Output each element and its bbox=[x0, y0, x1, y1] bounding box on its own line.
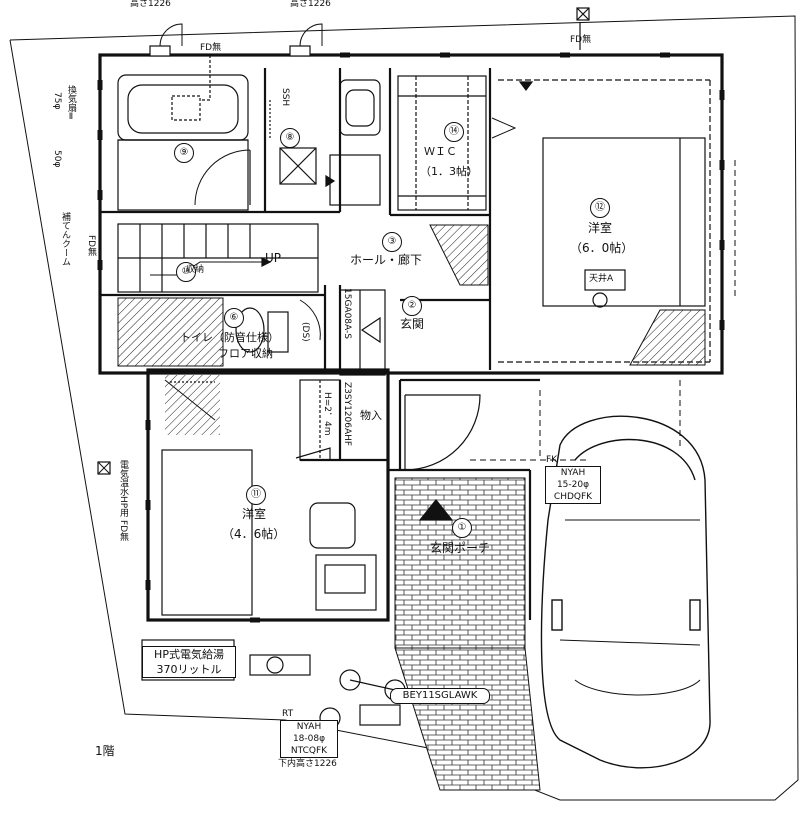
nyah-box-1: NYAH 15-20φ CHDQFK bbox=[545, 466, 601, 504]
room11-furniture bbox=[161, 375, 377, 616]
room-no-storage: ⑩ bbox=[176, 262, 196, 282]
porch-brick-path bbox=[394, 647, 541, 791]
porch-brick-paving bbox=[394, 477, 526, 649]
bathtub bbox=[117, 74, 251, 211]
room11-name: 洋室 bbox=[242, 507, 267, 521]
top-mark-1: 高さ1226 bbox=[130, 0, 171, 9]
nyah2-height: 下内高さ1226 bbox=[278, 759, 337, 769]
mono-name: 物入 bbox=[360, 409, 382, 422]
closet-step-hatch bbox=[629, 309, 706, 366]
rt-label: RT bbox=[282, 709, 294, 719]
room-no-11: ⑪ bbox=[246, 485, 266, 505]
ko-label: 補てんクーム bbox=[60, 212, 70, 266]
bey-label: BEY11SGLAWK bbox=[390, 688, 490, 704]
nyah2-c: NTCQFK bbox=[290, 746, 328, 756]
storage-closet bbox=[295, 379, 341, 461]
porch-name: 玄関ポーチ bbox=[430, 541, 491, 555]
room-no-toilet: ⑥ bbox=[224, 308, 244, 328]
wic-size: （1．3帖） bbox=[420, 165, 478, 178]
floor-label: 1階 bbox=[95, 744, 115, 758]
ssh-label: SSH bbox=[280, 88, 290, 107]
room-no-bath: ⑨ bbox=[174, 143, 194, 163]
hall-name: ホール・廊下 bbox=[350, 253, 423, 267]
toilet-name: トイレ（防音仕様） bbox=[180, 331, 279, 344]
room-no-hall: ③ bbox=[382, 232, 402, 252]
genkan-name: 玄関 bbox=[400, 317, 425, 331]
staircase bbox=[117, 223, 319, 293]
room-no-12: ⑫ bbox=[590, 198, 610, 218]
nyah1-b: 15-20φ bbox=[556, 480, 590, 490]
entry-arrow bbox=[418, 499, 454, 521]
water-heater-capacity: 370リットル bbox=[156, 663, 222, 676]
fd-vents bbox=[149, 7, 590, 101]
room12-ceiling: 天井A bbox=[589, 274, 614, 284]
fd-label-1: FD無 bbox=[200, 43, 222, 53]
room12-name: 洋室 bbox=[588, 221, 613, 235]
toilet-ds: (DS) bbox=[300, 322, 310, 342]
outer-walls bbox=[98, 53, 724, 375]
storage-under-name: 収納 bbox=[186, 265, 205, 275]
nyah-box-2: NYAH 18-08φ NTCQFK bbox=[280, 720, 338, 758]
shoe-spec: 15GA08A-S bbox=[342, 288, 352, 339]
washroom-fixtures bbox=[269, 79, 381, 206]
nyah2-b: 18-08φ bbox=[292, 734, 326, 744]
toilet-storage: フロア収納 bbox=[218, 347, 273, 360]
nyah1-a: NYAH bbox=[560, 468, 586, 478]
fk-label: FK bbox=[546, 455, 558, 465]
lower-block-wall bbox=[146, 368, 390, 622]
mono-h: H=2．4m bbox=[322, 392, 332, 436]
pipe-75: 75φ bbox=[52, 92, 62, 110]
nyah1-c: CHDQFK bbox=[553, 492, 593, 502]
water-heater-type: HP式電気給湯 bbox=[154, 648, 224, 661]
vent-75: 換気扇Ⅱ bbox=[66, 85, 76, 122]
toilet-hatch bbox=[117, 297, 224, 367]
room-no-genkan: ② bbox=[402, 296, 422, 316]
water-heater-label: HP式電気給湯 370リットル bbox=[142, 646, 236, 678]
pipe-50: 50φ bbox=[52, 150, 62, 168]
fd-side: FD無 bbox=[86, 235, 96, 257]
hall-floor-hatch bbox=[429, 224, 489, 286]
room12-size: （6．0帖） bbox=[570, 241, 634, 255]
top-mark-2: 高さ1226 bbox=[290, 0, 331, 9]
nyah2-a: NYAH bbox=[296, 722, 322, 732]
room-no-ssh: ⑧ bbox=[280, 128, 300, 148]
wall-ticks bbox=[97, 52, 725, 623]
stair-up: UP bbox=[265, 251, 282, 265]
shoe-cabinet bbox=[339, 289, 386, 376]
toilet-fixture bbox=[235, 299, 321, 353]
mono-spec: Z3SY1206AHF bbox=[342, 382, 352, 447]
room-no-porch: ① bbox=[452, 518, 472, 538]
site-dashes bbox=[470, 160, 736, 461]
wic-name: ＷＩＣ bbox=[424, 145, 457, 158]
fd-label-2: FD無 bbox=[570, 35, 592, 45]
room-no-wic: ⑭ bbox=[444, 122, 464, 142]
entry-door bbox=[404, 394, 481, 471]
site-boundary bbox=[9, 15, 799, 801]
wic-shelves bbox=[397, 75, 517, 211]
hp-side-label: 電気温水HP用 FD無 bbox=[118, 460, 128, 542]
room11-size: （4．6帖） bbox=[222, 527, 286, 541]
outdoor-equipment bbox=[249, 654, 406, 729]
parked-car bbox=[540, 415, 711, 769]
hp-mark bbox=[97, 461, 111, 475]
